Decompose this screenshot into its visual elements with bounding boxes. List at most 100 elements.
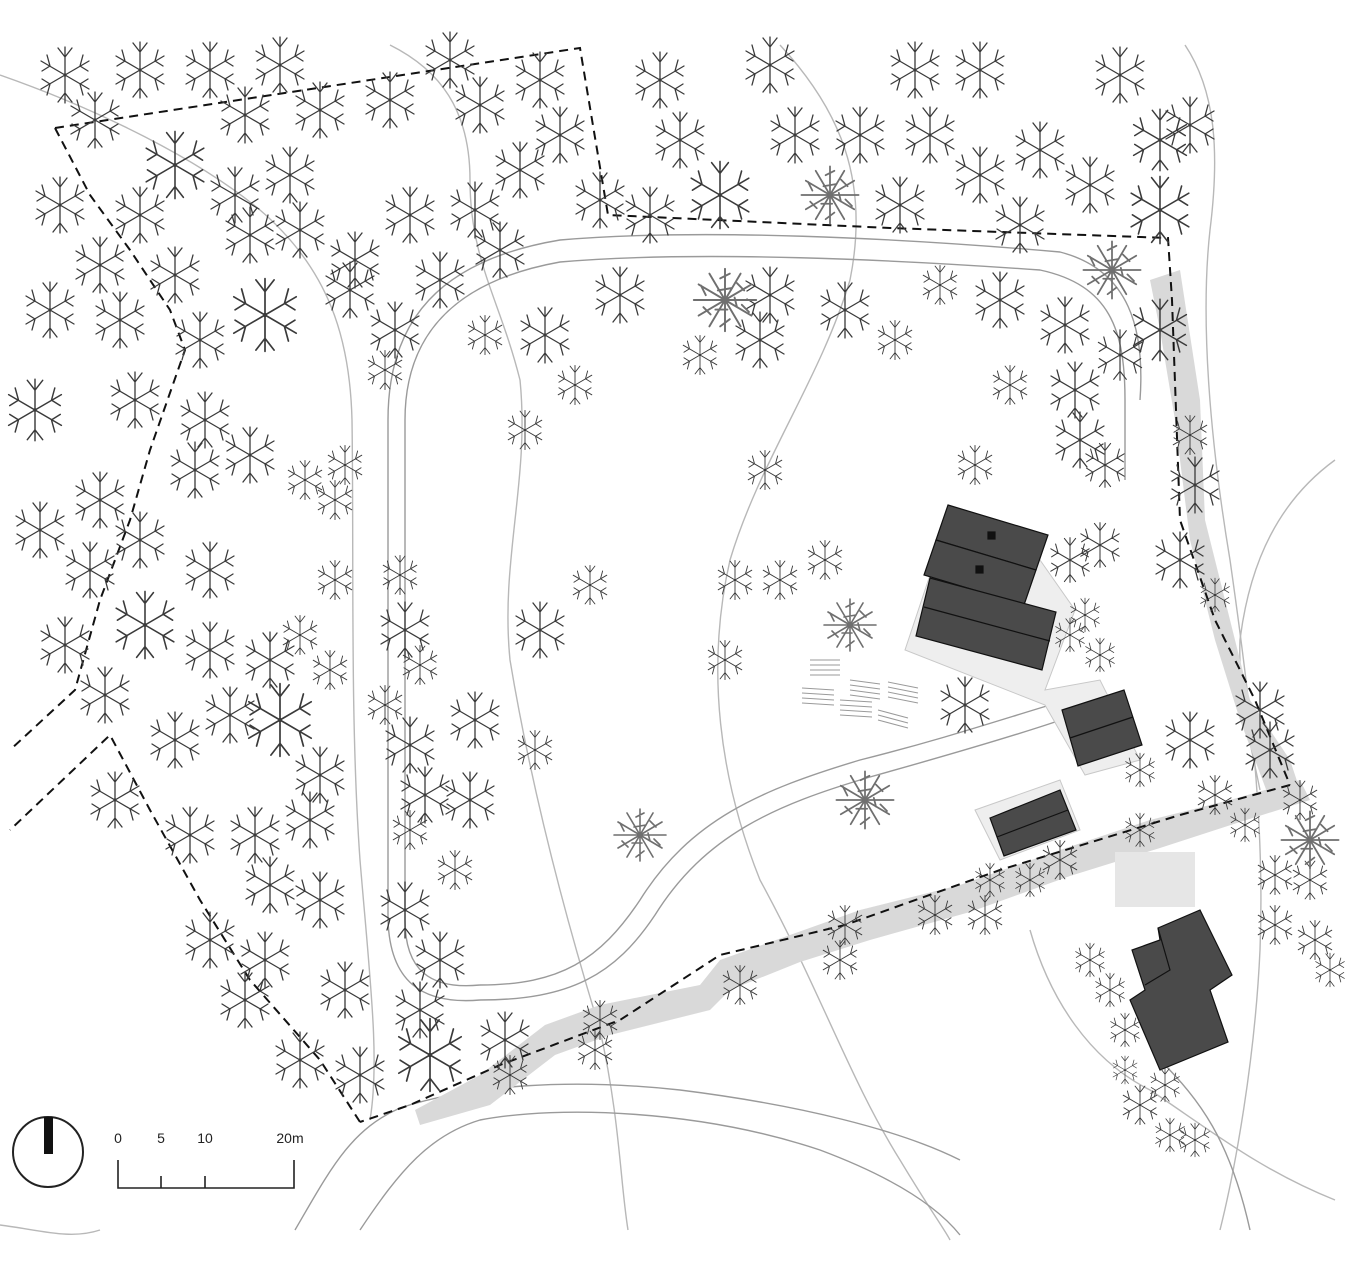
- tree-canopy: [1080, 522, 1120, 568]
- tree-canopy: [450, 181, 500, 239]
- tree-canopy: [35, 176, 85, 234]
- tree-canopy: [170, 441, 220, 499]
- tree-canopy: [175, 311, 225, 369]
- tree-canopy: [225, 426, 275, 484]
- tree-canopy: [150, 246, 200, 304]
- tree-canopy: [317, 559, 353, 601]
- north-arrow-icon: [12, 1116, 84, 1188]
- tree-canopy: [1085, 442, 1125, 488]
- garden-beds: [801, 659, 919, 729]
- tree-canopy: [295, 871, 345, 929]
- tree-canopy: [1075, 942, 1105, 978]
- tree-canopy: [90, 771, 140, 829]
- tree-canopy: [835, 106, 885, 164]
- buildings: [915, 504, 1233, 1071]
- tree-canopy: [415, 251, 465, 309]
- tree-canopy: [165, 806, 215, 864]
- tree-canopy: [95, 291, 145, 349]
- tree-canopy: [467, 314, 503, 356]
- tree-canopy: [1130, 175, 1190, 245]
- tree-canopy: [1165, 711, 1215, 769]
- tree-canopy: [1085, 637, 1115, 673]
- tree-canopy: [245, 631, 295, 689]
- tree-canopy: [905, 106, 955, 164]
- tree-canopy: [955, 41, 1005, 99]
- tree-canopy: [437, 849, 473, 891]
- tree-canopy: [575, 171, 625, 229]
- scale-tick-label: 5: [157, 1130, 165, 1146]
- tree-canopy: [1040, 296, 1090, 354]
- tree-canopy: [185, 41, 235, 99]
- tree-canopy: [1297, 919, 1333, 961]
- tree-canopy: [922, 264, 958, 306]
- dense-tree-canopy: [1280, 810, 1340, 870]
- tree-canopy: [180, 391, 230, 449]
- tree-canopy: [745, 36, 795, 94]
- tree-canopy: [992, 364, 1028, 406]
- tree-canopy: [807, 539, 843, 581]
- footpaths: [415, 270, 1310, 1125]
- tree-canopy: [230, 806, 280, 864]
- tree-canopy: [265, 146, 315, 204]
- tree-canopy: [1070, 597, 1100, 633]
- tree-canopy: [762, 559, 798, 601]
- scale-bar: 0 5 10 20m: [110, 1130, 310, 1194]
- tree-canopy: [25, 281, 75, 339]
- tree-canopy: [445, 771, 495, 829]
- tree-canopy: [682, 334, 718, 376]
- tree-canopy: [1097, 329, 1143, 381]
- tree-canopy: [1110, 1012, 1140, 1048]
- tree-canopy: [247, 682, 313, 758]
- tree-canopy: [75, 236, 125, 294]
- tree-canopy: [275, 201, 325, 259]
- tree-canopy: [245, 856, 295, 914]
- tree-canopy: [115, 41, 165, 99]
- scale-tick-label: 10: [197, 1130, 213, 1146]
- tree-canopy: [520, 306, 570, 364]
- tree-canopy: [957, 444, 993, 486]
- tree-canopy: [877, 319, 913, 361]
- tree-canopy: [707, 639, 743, 681]
- tree-canopy: [635, 51, 685, 109]
- tree-canopy: [220, 971, 270, 1029]
- tree-canopy: [395, 981, 445, 1039]
- scale-tick-label: 0: [114, 1130, 122, 1146]
- tree-canopy: [572, 564, 608, 606]
- main-house: [915, 504, 1057, 671]
- tree-canopy: [385, 186, 435, 244]
- tree-canopy: [455, 76, 505, 134]
- tree-canopy: [690, 160, 750, 230]
- tree-canopy: [110, 371, 160, 429]
- barn-building: [1061, 689, 1143, 767]
- tree-canopy: [1050, 537, 1090, 583]
- tree-canopy: [557, 364, 593, 406]
- tree-canopy: [515, 601, 565, 659]
- tree-canopy: [367, 684, 403, 726]
- tree-canopy: [655, 111, 705, 169]
- tree-canopy: [312, 649, 348, 691]
- tree-canopy: [325, 261, 375, 319]
- tree-canopy: [1095, 972, 1125, 1008]
- tree-canopy: [287, 459, 323, 501]
- tree-canopy: [115, 590, 175, 660]
- tree-canopy: [495, 141, 545, 199]
- tree-canopy: [595, 266, 645, 324]
- tree-canopy: [1015, 121, 1065, 179]
- tree-canopy: [232, 277, 298, 353]
- tree-canopy: [205, 686, 255, 744]
- tree-canopy: [220, 86, 270, 144]
- tree-canopy: [295, 81, 345, 139]
- tree-canopy: [115, 186, 165, 244]
- tree-canopy: [1065, 156, 1115, 214]
- tree-canopy: [975, 271, 1025, 329]
- tree-canopy: [327, 444, 363, 486]
- tree-canopy: [15, 501, 65, 559]
- tree-canopy: [995, 196, 1045, 254]
- tree-canopy: [80, 666, 130, 724]
- tree-canopy: [875, 176, 925, 234]
- tree-canopy: [1155, 1117, 1185, 1153]
- tree-canopy: [185, 911, 235, 969]
- tree-canopy: [7, 378, 63, 442]
- tree-canopy: [1257, 854, 1293, 896]
